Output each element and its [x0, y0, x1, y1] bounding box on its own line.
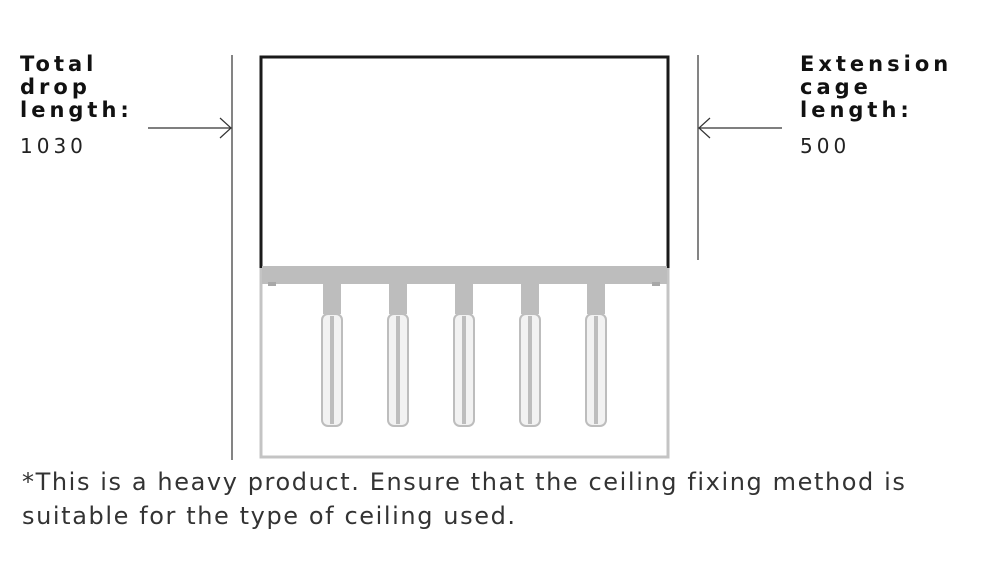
mounting-bar-clip-left — [268, 282, 276, 286]
lamp-holder — [389, 284, 407, 314]
extension-cage-value: 500 — [800, 134, 851, 158]
filament — [330, 316, 334, 424]
pendant-light — [387, 284, 409, 427]
filament — [396, 316, 400, 424]
total-drop-value: 1030 — [20, 134, 87, 158]
filament — [528, 316, 532, 424]
filament — [462, 316, 466, 424]
mounting-bar — [262, 266, 667, 284]
lamp-holder — [323, 284, 341, 314]
extension-cage-arrow — [698, 117, 782, 139]
lamp-holder — [521, 284, 539, 314]
lamp-holder — [587, 284, 605, 314]
lamp-holder — [455, 284, 473, 314]
total-drop-arrow — [148, 117, 232, 139]
extension-cage-label-block: Extension cage length: 500 — [800, 52, 953, 159]
pendant-light — [453, 284, 475, 427]
pendant-lights — [321, 284, 607, 427]
light-cage-outline — [259, 268, 670, 459]
extension-cage-label: Extension cage length: — [800, 52, 953, 122]
pendant-light — [519, 284, 541, 427]
filament — [594, 316, 598, 424]
total-drop-label-block: Total drop length: 1030 — [20, 52, 133, 159]
heavy-product-footnote: *This is a heavy product. Ensure that th… — [22, 468, 907, 530]
mounting-bar-clip-right — [652, 282, 660, 286]
extension-cage-outline — [259, 55, 670, 268]
pendant-light — [321, 284, 343, 427]
total-drop-label: Total drop length: — [20, 52, 133, 122]
pendant-light — [585, 284, 607, 427]
